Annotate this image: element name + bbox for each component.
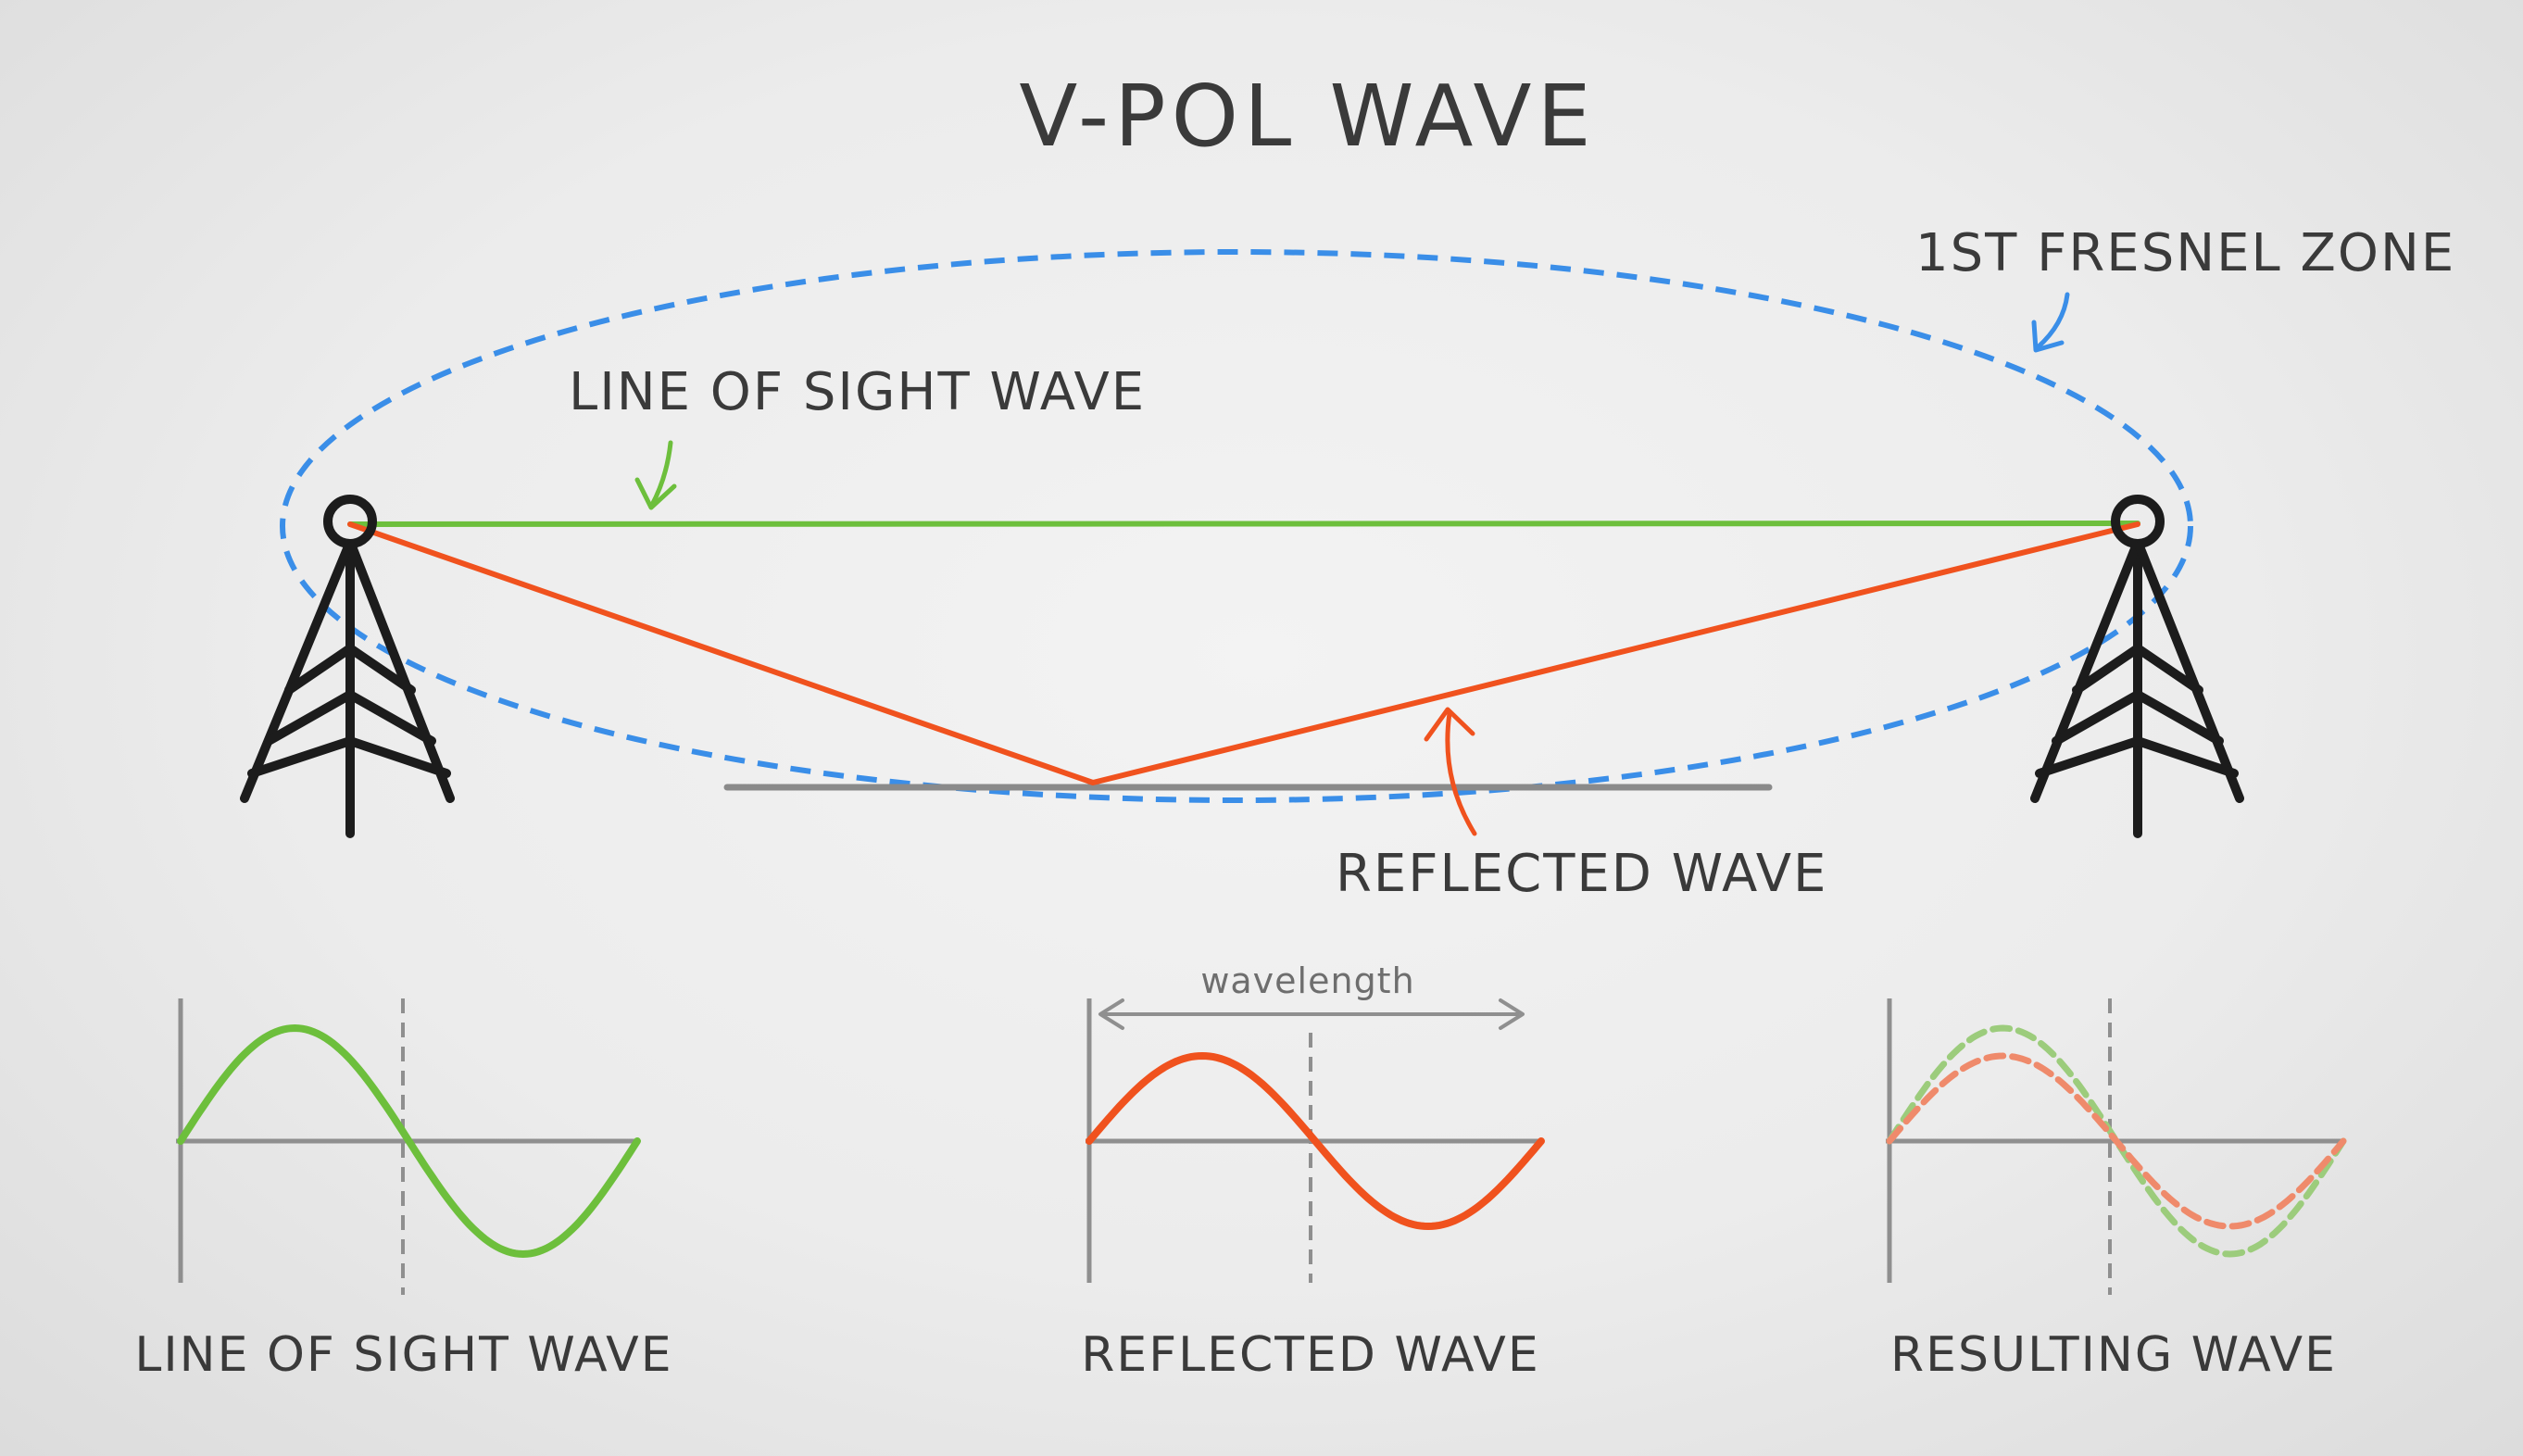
graph3-caption: RESULTING WAVE: [1890, 1327, 2337, 1383]
wavelength-arrowhead-left: [1098, 998, 1124, 1030]
reflected-arrow: [1445, 710, 1477, 836]
los-arrow: [649, 440, 673, 508]
graph1-caption: LINE OF SIGHT WAVE: [134, 1327, 672, 1383]
graph1-los-sine: [177, 1023, 641, 1259]
los-arrowhead: [634, 477, 677, 510]
graph2-caption: REFLECTED WAVE: [1081, 1327, 1539, 1383]
graph3-reflected-dashed-sine: [1886, 1052, 2347, 1230]
page-title: V-POL WAVE: [1019, 67, 1596, 166]
wavelength-arrowhead-right: [1499, 998, 1525, 1030]
reflected-wave: [347, 521, 2140, 785]
fresnel-arrowhead: [2031, 320, 2065, 353]
left-tower-icon: [240, 495, 455, 838]
reflected-wave-label: REFLECTED WAVE: [1336, 844, 1827, 904]
reflected-arrowhead: [1424, 707, 1475, 742]
line-of-sight-label: LINE OF SIGHT WAVE: [569, 362, 1146, 422]
fresnel-arrow: [2035, 292, 2070, 350]
graph2-reflected-sine: [1086, 1051, 1545, 1231]
wavelength-label: wavelength: [1200, 960, 1414, 1001]
graph-reflected: wavelength REFLECTED WAVE: [1081, 960, 1545, 1383]
graph3-los-dashed-sine: [1886, 1024, 2347, 1258]
right-tower-icon: [2030, 495, 2244, 838]
fresnel-zone-ellipse: [280, 249, 2193, 803]
fresnel-zone-label: 1ST FRESNEL ZONE: [1915, 223, 2455, 283]
graph-resulting: RESULTING WAVE: [1886, 998, 2347, 1383]
line-of-sight-wave: [347, 521, 2140, 527]
graph-line-of-sight: LINE OF SIGHT WAVE: [134, 998, 672, 1383]
